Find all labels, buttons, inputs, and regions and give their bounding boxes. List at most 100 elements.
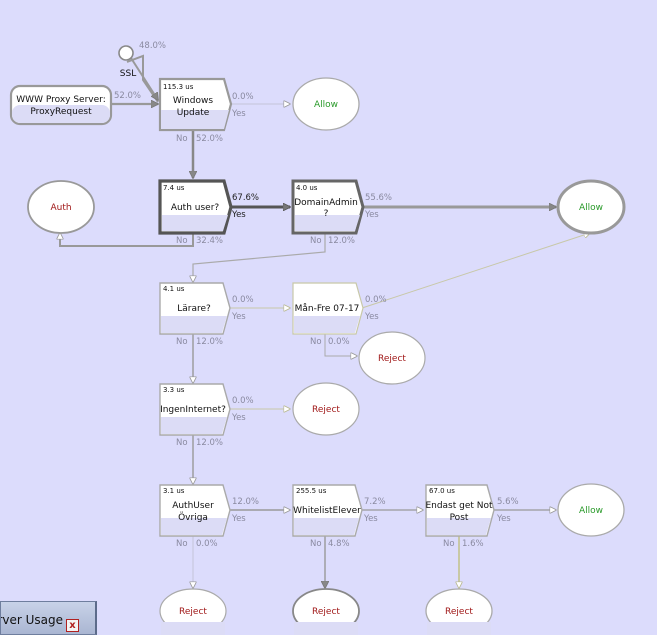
authuserovriga-no-pct: 0.0% bbox=[196, 539, 218, 549]
winupdate-yes-pct: 0.0% bbox=[232, 92, 254, 102]
domainadmin-yes-pct: 55.6% bbox=[365, 193, 392, 203]
node-auth[interactable]: Auth bbox=[27, 180, 95, 234]
winupdate-label-1: Windows bbox=[173, 96, 213, 106]
authuserovriga-label-2: Övriga bbox=[178, 512, 208, 523]
ingeninternet-yes: Yes bbox=[231, 413, 246, 423]
endast-no: No bbox=[443, 539, 455, 549]
manfre-no-pct: 0.0% bbox=[328, 337, 350, 347]
whitelist-yes-pct: 7.2% bbox=[364, 497, 386, 507]
node-reject-3[interactable]: Reject bbox=[159, 588, 227, 635]
window-tab-server-usage[interactable]: Server Usage x bbox=[0, 601, 97, 635]
node-proxy[interactable]: WWW Proxy Server: ProxyRequest 52.0% bbox=[9, 84, 141, 126]
authuserovriga-yes: Yes bbox=[231, 514, 246, 524]
proxy-label-2: ProxyRequest bbox=[30, 107, 92, 117]
allow-1-label: Allow bbox=[314, 100, 338, 110]
allow-2-label: Allow bbox=[579, 203, 603, 213]
node-larare[interactable]: 4.1 us Lärare? 0.0% Yes No 12.0% bbox=[159, 282, 254, 347]
node-endast[interactable]: 67.0 us Endast get Not Post 5.6% Yes No … bbox=[425, 484, 519, 549]
node-authuserovriga[interactable]: 3.1 us AuthUser Övriga 12.0% Yes No 0.0% bbox=[159, 484, 259, 549]
ingeninternet-yes-pct: 0.0% bbox=[232, 396, 254, 406]
authuserovriga-no: No bbox=[176, 539, 188, 549]
node-allow-3[interactable]: Allow bbox=[557, 483, 625, 537]
edge-ssl-winupdate-arrow bbox=[130, 57, 158, 100]
domainadmin-label-2: ? bbox=[324, 209, 329, 219]
winupdate-no: No bbox=[176, 134, 188, 144]
auth-label: Auth bbox=[50, 203, 71, 213]
whitelist-yes: Yes bbox=[363, 514, 378, 524]
edge-domainadmin-larare bbox=[193, 233, 326, 282]
authuser-no: No bbox=[176, 236, 188, 246]
whitelist-no: No bbox=[310, 539, 322, 549]
node-ssl[interactable]: SSL 48.0% bbox=[118, 41, 166, 79]
authuser-no-pct: 32.4% bbox=[196, 236, 223, 246]
edge-ssl-winupdate bbox=[126, 54, 159, 103]
winupdate-label-2: Update bbox=[177, 108, 210, 118]
domainadmin-time: 4.0 us bbox=[296, 184, 318, 192]
larare-label: Lärare? bbox=[177, 304, 211, 314]
larare-no-pct: 12.0% bbox=[196, 337, 223, 347]
domainadmin-no: No bbox=[310, 236, 322, 246]
node-manfre[interactable]: Mån-Fre 07-17 0.0% Yes No 0.0% bbox=[292, 282, 387, 347]
authuserovriga-yes-pct: 12.0% bbox=[232, 497, 259, 507]
manfre-yes-pct: 0.0% bbox=[365, 295, 387, 305]
manfre-label: Mån-Fre 07-17 bbox=[295, 303, 360, 314]
edge-authuser-auth bbox=[60, 233, 194, 247]
ingeninternet-label: IngenInternet? bbox=[160, 405, 226, 415]
authuser-time: 7.4 us bbox=[163, 184, 185, 192]
authuserovriga-label-1: AuthUser bbox=[172, 501, 214, 511]
node-allow-1[interactable]: Allow bbox=[292, 77, 360, 131]
ssl-label: SSL bbox=[120, 69, 136, 79]
endast-label-1: Endast get Not bbox=[425, 501, 493, 511]
edge-manfre-reject bbox=[324, 334, 357, 356]
reject-5-label: Reject bbox=[445, 607, 473, 617]
ingeninternet-time: 3.3 us bbox=[163, 386, 185, 394]
node-allow-2[interactable]: Allow bbox=[556, 179, 626, 235]
allow-3-label: Allow bbox=[579, 506, 603, 516]
endast-yes: Yes bbox=[496, 514, 511, 524]
ssl-pct: 48.0% bbox=[139, 41, 166, 51]
endast-yes-pct: 5.6% bbox=[497, 497, 519, 507]
node-reject-2[interactable]: Reject bbox=[292, 382, 360, 436]
edge-manfre-allow bbox=[361, 233, 590, 309]
domainadmin-label-1: DomainAdmin bbox=[294, 198, 358, 208]
domainadmin-yes: Yes bbox=[364, 210, 379, 220]
node-whitelist[interactable]: 255.5 us WhitelistElever 7.2% Yes No 4.8… bbox=[292, 484, 386, 549]
reject-2-label: Reject bbox=[312, 405, 340, 415]
node-ingeninternet[interactable]: 3.3 us IngenInternet? 0.0% Yes No 12.0% bbox=[159, 383, 254, 448]
larare-no: No bbox=[176, 337, 188, 347]
authuser-yes: Yes bbox=[231, 210, 246, 220]
ingeninternet-no-pct: 12.0% bbox=[196, 438, 223, 448]
node-reject-4[interactable]: Reject bbox=[292, 588, 360, 635]
winupdate-no-pct: 52.0% bbox=[196, 134, 223, 144]
authuserovriga-time: 3.1 us bbox=[163, 487, 185, 495]
winupdate-yes: Yes bbox=[231, 109, 246, 119]
manfre-yes: Yes bbox=[364, 312, 379, 322]
authuser-label: Auth user? bbox=[171, 203, 220, 213]
node-winupdate[interactable]: 115.3 us Windows Update 0.0% Yes No 52.0… bbox=[158, 77, 254, 144]
whitelist-no-pct: 4.8% bbox=[328, 539, 350, 549]
whitelist-label: WhitelistElever bbox=[293, 506, 361, 516]
node-authuser[interactable]: 7.4 us Auth user? 67.6% Yes No 32.4% bbox=[158, 179, 259, 246]
node-domainadmin[interactable]: 4.0 us DomainAdmin ? 55.6% Yes No 12.0% bbox=[291, 179, 392, 246]
authuser-yes-pct: 67.6% bbox=[232, 193, 259, 203]
larare-yes: Yes bbox=[231, 312, 246, 322]
reject-4-label: Reject bbox=[312, 607, 340, 617]
proxy-label-1: WWW Proxy Server: bbox=[16, 95, 105, 105]
close-icon[interactable]: x bbox=[66, 619, 79, 632]
node-reject-1[interactable]: Reject bbox=[358, 331, 426, 385]
reject-1-label: Reject bbox=[378, 354, 406, 364]
reject-3-label: Reject bbox=[179, 607, 207, 617]
edges bbox=[60, 54, 590, 588]
winupdate-time: 115.3 us bbox=[163, 83, 194, 91]
domainadmin-no-pct: 12.0% bbox=[328, 236, 355, 246]
endast-time: 67.0 us bbox=[429, 487, 455, 495]
endast-no-pct: 1.6% bbox=[462, 539, 484, 549]
ingeninternet-no: No bbox=[176, 438, 188, 448]
larare-yes-pct: 0.0% bbox=[232, 295, 254, 305]
manfre-no: No bbox=[310, 337, 322, 347]
ssl-circle bbox=[118, 45, 134, 61]
endast-label-2: Post bbox=[450, 513, 469, 523]
proxy-pct: 52.0% bbox=[114, 91, 141, 101]
node-reject-5[interactable]: Reject bbox=[425, 588, 493, 635]
